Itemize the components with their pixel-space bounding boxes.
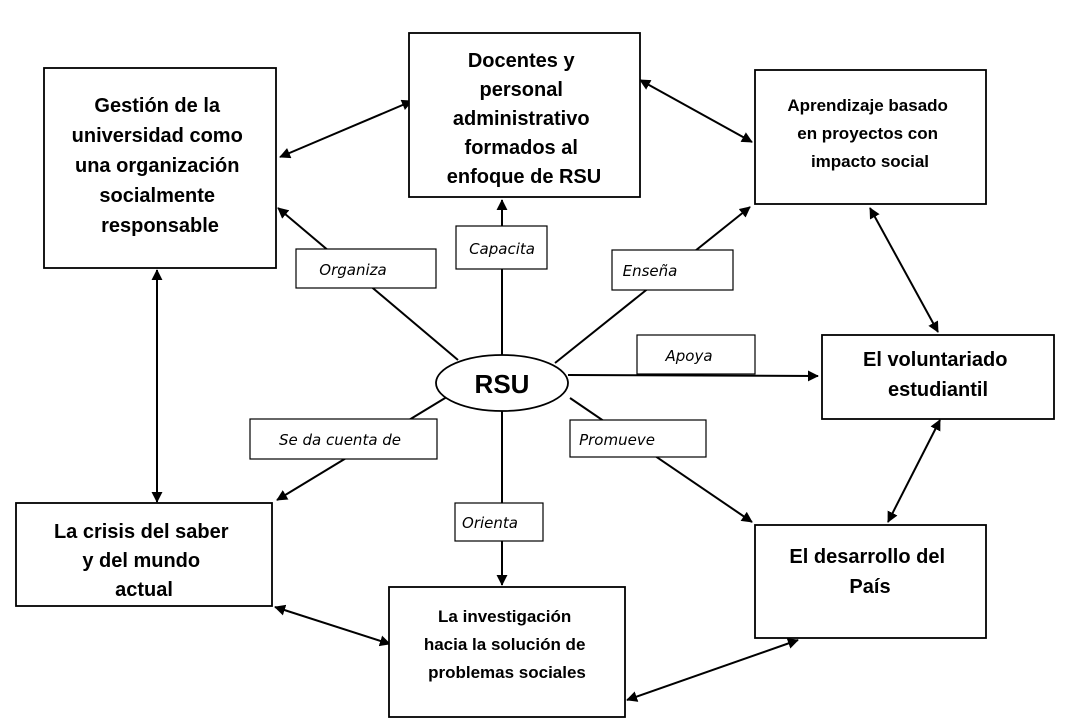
- edge-label-capacita: Capacita: [455, 225, 548, 270]
- edge-label-se-da-cuenta: Se da cuenta de: [249, 418, 438, 460]
- edge-rsu-voluntariado: [567, 370, 819, 382]
- center-rsu-ellipse: RSU: [435, 354, 569, 412]
- edge-aprendizaje-voluntariado: [869, 207, 939, 333]
- edge-desarrollo-investigacion: [626, 638, 799, 702]
- node-voluntariado: El voluntariado estudiantil: [821, 334, 1055, 420]
- svg-text:Gestión de la universida: Gestión de la universidad como una organ…: [72, 95, 249, 237]
- svg-text:El desarrollo del País: El desarrollo del País: [789, 546, 950, 598]
- node-investigacion: La investigación hacia la solución de pr…: [388, 586, 626, 718]
- node-docentes: Docentes y personal administrativo forma…: [408, 32, 641, 198]
- svg-text:Aprendizaje basado en pr: Aprendizaje basado en proyectos con impa…: [787, 96, 952, 171]
- svg-text:Enseña: Enseña: [623, 262, 678, 280]
- node-aprendizaje: Aprendizaje basado en proyectos con impa…: [754, 69, 987, 205]
- node-desarrollo: El desarrollo del País: [754, 524, 987, 639]
- node-crisis: La crisis del saber y del mundo actual: [15, 502, 273, 607]
- edge-gestion-docentes: [279, 99, 413, 159]
- edge-docentes-aprendizaje: [639, 79, 753, 143]
- edge-label-promueve: Promueve: [569, 419, 707, 458]
- edge-voluntariado-desarrollo: [887, 419, 941, 523]
- edge-label-ensena: Enseña: [611, 249, 734, 291]
- svg-text:La crisis del saber y de: La crisis del saber y del mundo actual: [54, 521, 234, 601]
- svg-text:Organiza: Organiza: [319, 261, 386, 279]
- svg-text:Docentes y personal: Docentes y personal administrativo forma…: [447, 50, 601, 188]
- edge-label-organiza: Organiza: [295, 248, 437, 289]
- svg-text:Apoya: Apoya: [664, 347, 712, 365]
- connectors: [151, 79, 941, 702]
- edge-label-apoya: Apoya: [636, 334, 756, 375]
- svg-text:Promueve: Promueve: [579, 431, 655, 449]
- svg-text:RSU: RSU: [475, 369, 530, 399]
- svg-text:La investigación hacia l: La investigación hacia la solución de pr…: [424, 607, 590, 682]
- node-gestion: Gestión de la universidad como una organ…: [43, 67, 277, 269]
- edge-label-orienta: Orienta: [454, 502, 544, 542]
- svg-text:Orienta: Orienta: [462, 514, 518, 532]
- svg-text:El voluntariado estudian: El voluntariado estudiantil: [863, 349, 1013, 401]
- edge-crisis-investigacion: [274, 604, 391, 647]
- svg-text:Se da cuenta de: Se da cuenta de: [279, 431, 401, 449]
- svg-text:Capacita: Capacita: [469, 240, 535, 258]
- edge-rsu-desarrollo: [569, 397, 753, 523]
